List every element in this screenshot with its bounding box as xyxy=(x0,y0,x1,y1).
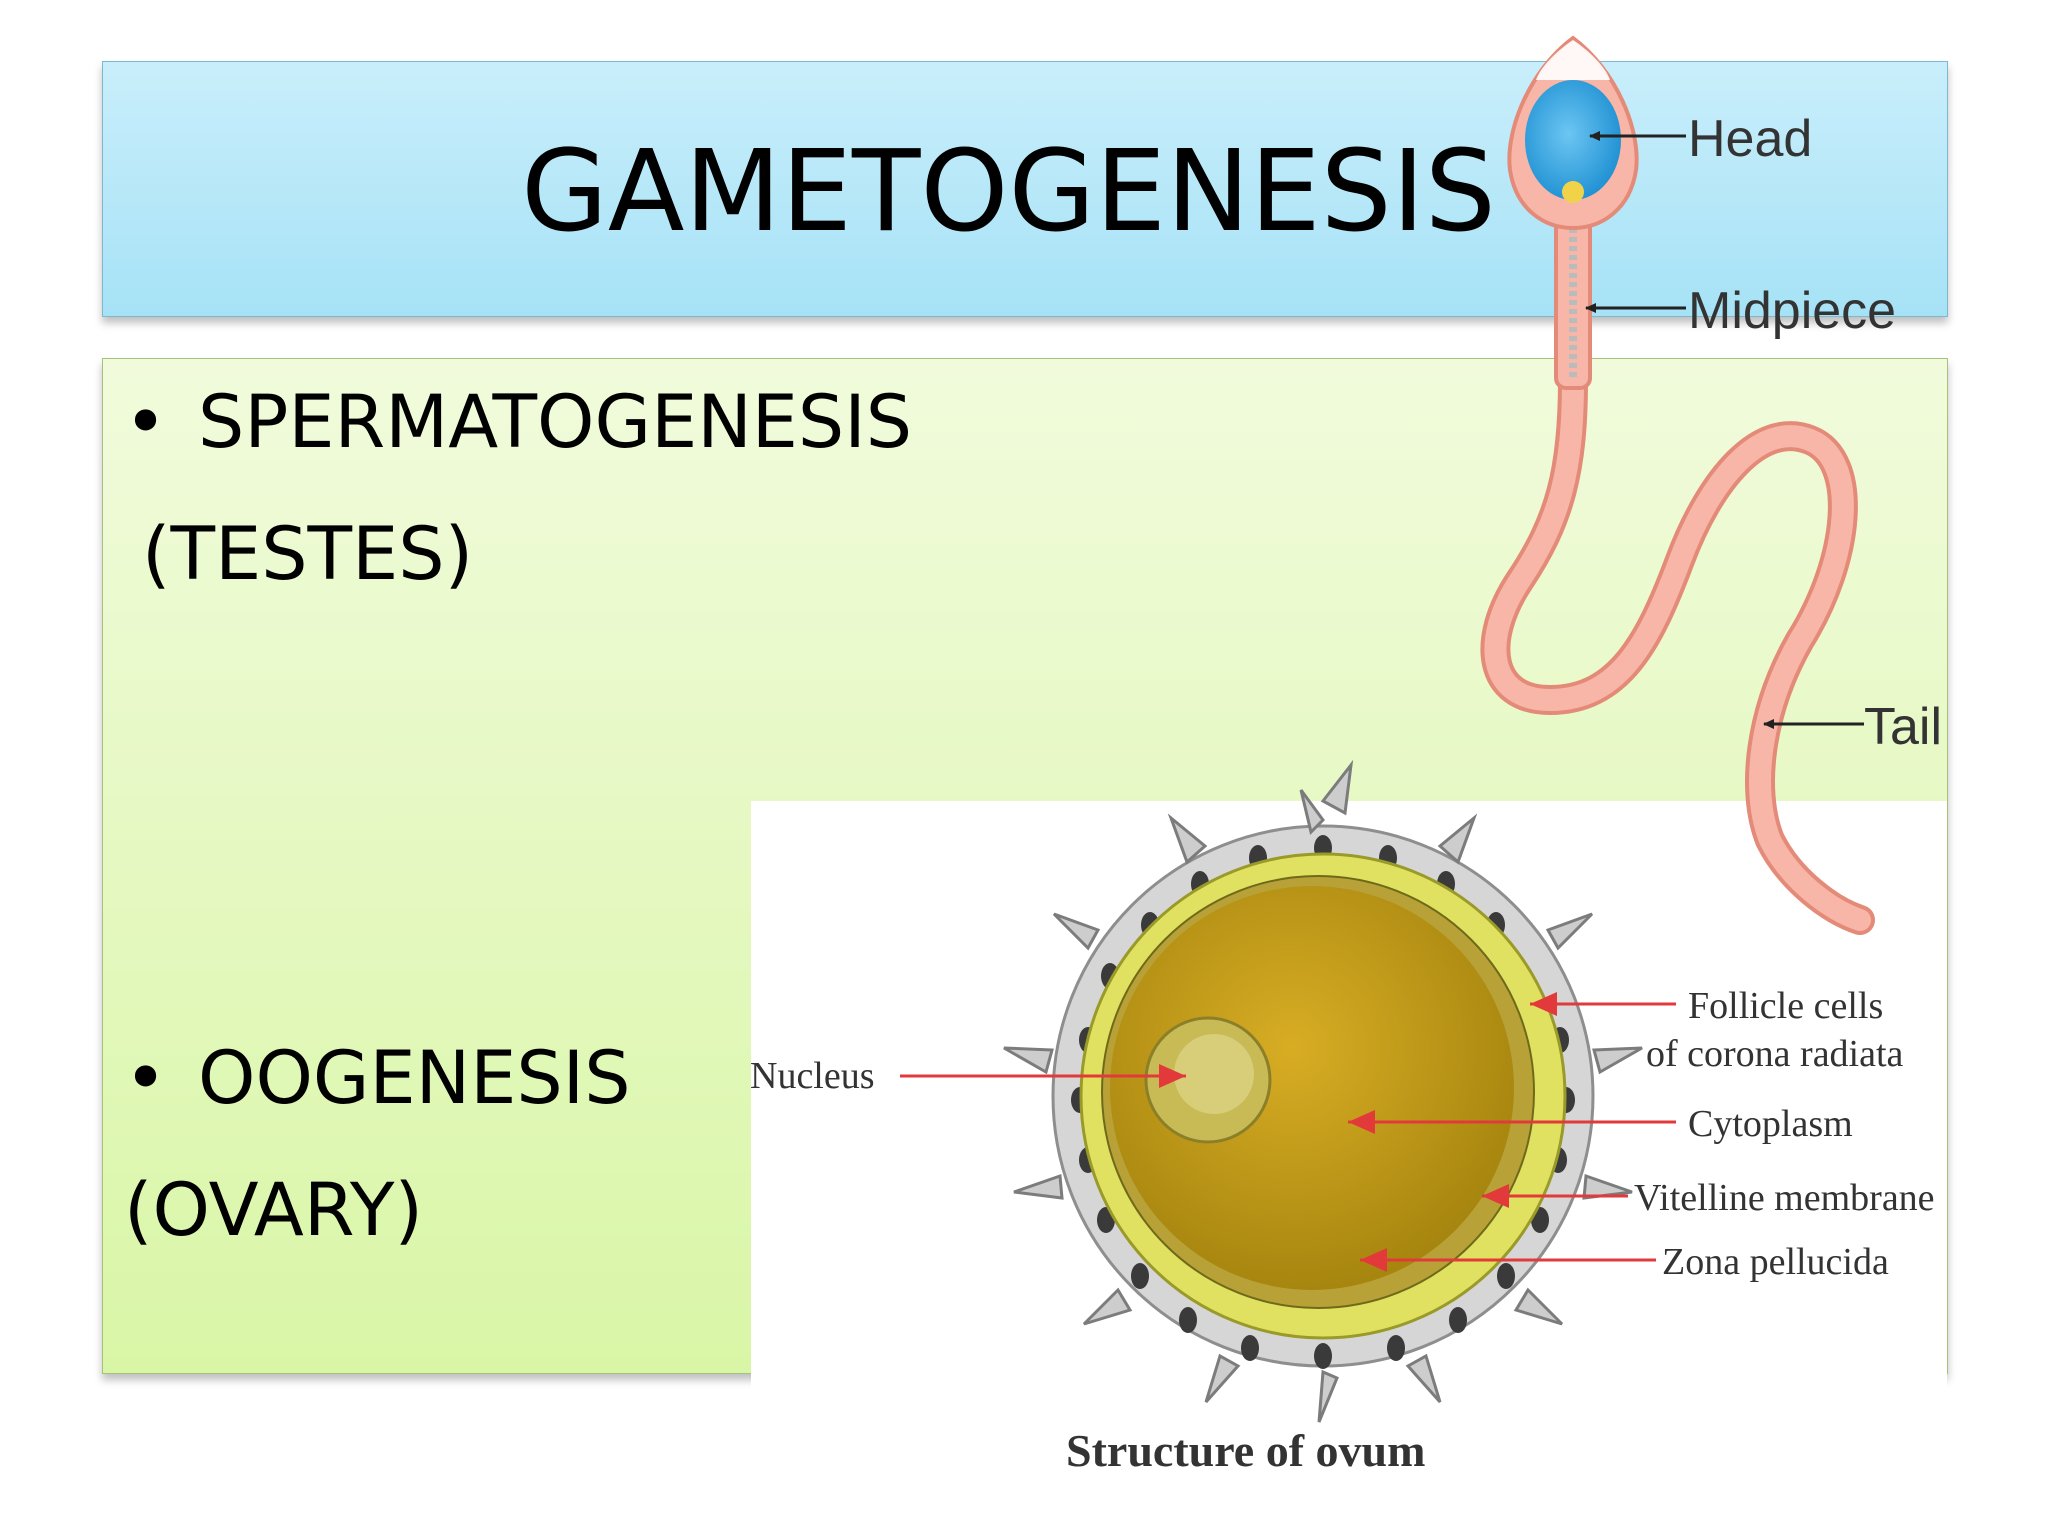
item-ovary: (OVARY) xyxy=(124,1168,423,1253)
label-vitelline: Vitelline membrane xyxy=(1634,1177,1935,1219)
label-midpiece: Midpiece xyxy=(1688,282,1896,340)
label-tail: Tail xyxy=(1864,698,1942,756)
sperm-nucleus xyxy=(1525,80,1621,200)
item-testes: (TESTES) xyxy=(142,512,474,597)
label-cytoplasm: Cytoplasm xyxy=(1688,1103,1853,1145)
item-spermatogenesis: SPERMATOGENESIS xyxy=(198,380,913,465)
label-nucleus: Nucleus xyxy=(750,1055,875,1097)
ovum-caption: Structure of ovum xyxy=(1066,1425,1425,1476)
label-follicle-1: Follicle cells xyxy=(1688,985,1883,1027)
ovum-diagram: Nucleus Follicle cells of corona radiata… xyxy=(750,759,1935,1476)
label-follicle-2: of corona radiata xyxy=(1646,1033,1904,1075)
label-head: Head xyxy=(1688,110,1812,168)
sperm-diagram: Head Midpiece Tail xyxy=(1480,35,1942,935)
label-zona: Zona pellucida xyxy=(1662,1241,1889,1283)
bullet-marker: • xyxy=(124,380,168,465)
title-box xyxy=(102,61,1948,317)
item-oogenesis: OOGENESIS xyxy=(198,1036,631,1121)
nucleolus xyxy=(1174,1034,1254,1114)
sperm-centriole xyxy=(1562,181,1584,203)
slide-title: GAMETOGENESIS xyxy=(521,127,1496,257)
cytoplasm xyxy=(1110,886,1514,1290)
bullet-marker: • xyxy=(124,1036,168,1121)
